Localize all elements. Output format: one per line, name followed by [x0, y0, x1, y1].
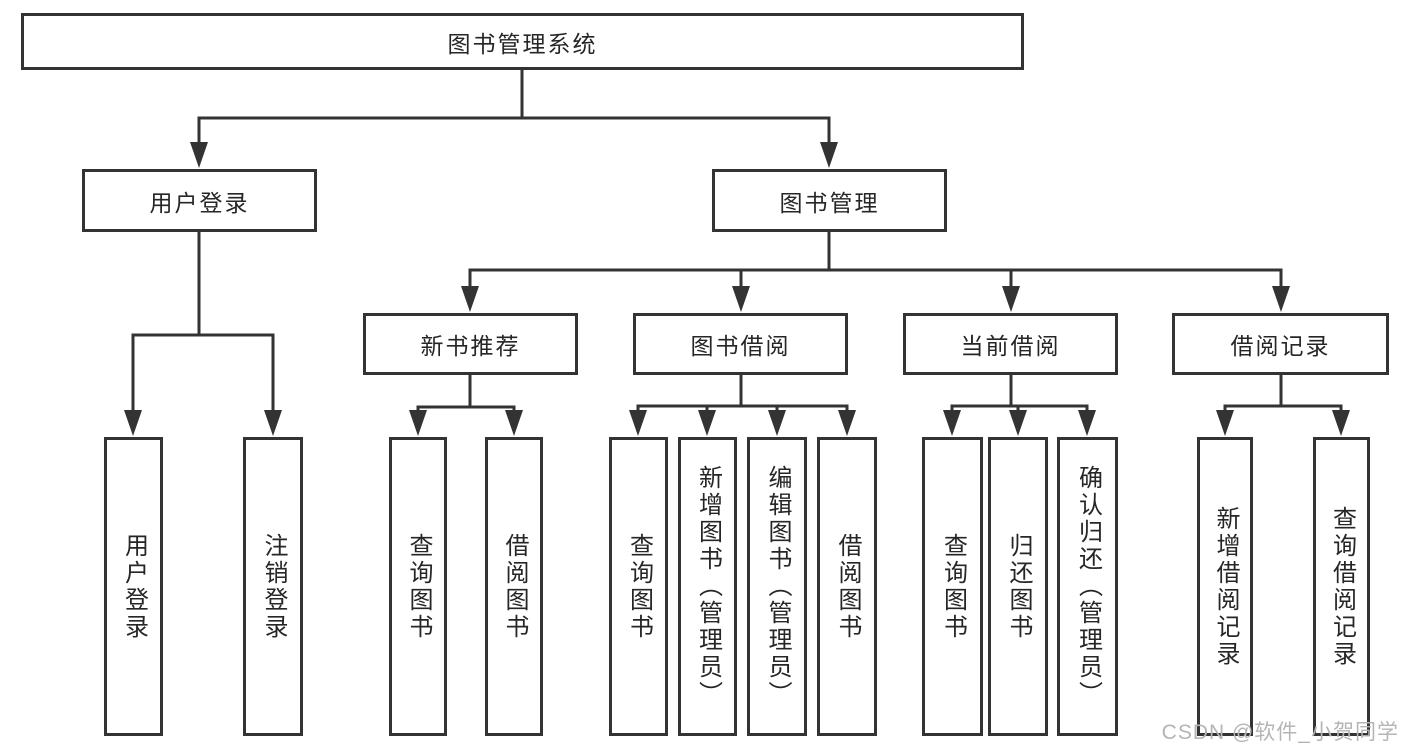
- leaf-edit-books-admin-label: 编辑图书（管理员）: [764, 465, 791, 708]
- node-current-borrow: 当前借阅: [903, 313, 1118, 375]
- leaf-return-books: 归还图书: [988, 437, 1048, 736]
- leaf-add-books-admin: 新增图书（管理员）: [678, 437, 737, 736]
- leaf-confirm-return-admin-label: 确认归还（管理员）: [1074, 465, 1102, 708]
- connector-root-to-level2: [197, 70, 831, 152]
- node-new-book-recommend-label: 新书推荐: [420, 333, 521, 359]
- connector-records-to-leaves: [1223, 375, 1343, 420]
- leaf-user-login-label: 用户登录: [120, 532, 148, 641]
- connector-bookmgmt-to-level3: [468, 232, 1283, 296]
- leaf-query-books-current-label: 查询图书: [939, 532, 967, 641]
- node-current-borrow-label: 当前借阅: [960, 333, 1061, 359]
- leaf-edit-books-admin: 编辑图书（管理员）: [747, 437, 807, 736]
- leaf-query-books-borrow: 查询图书: [609, 437, 668, 736]
- leaf-borrow-books: 借阅图书: [817, 437, 877, 736]
- leaf-borrow-books-recommend: 借阅图书: [485, 437, 543, 736]
- leaf-query-books-borrow-label: 查询图书: [625, 532, 653, 641]
- connector-userlogin-to-leaves: [131, 232, 275, 420]
- leaf-logout-label: 注销登录: [260, 532, 287, 641]
- leaf-query-books-recommend-label: 查询图书: [405, 532, 432, 641]
- node-library-system: 图书管理系统: [21, 13, 1024, 70]
- leaf-borrow-books-label: 借阅图书: [834, 532, 861, 641]
- leaf-borrow-books-recommend-label: 借阅图书: [501, 532, 528, 641]
- node-book-management-label: 图书管理: [779, 189, 880, 216]
- leaf-add-borrow-record: 新增借阅记录: [1197, 437, 1253, 736]
- node-borrow-records-label: 借阅记录: [1230, 333, 1331, 359]
- leaf-return-books-label: 归还图书: [1005, 532, 1032, 641]
- leaf-user-login: 用户登录: [104, 437, 163, 736]
- leaf-add-borrow-record-label: 新增借阅记录: [1212, 505, 1239, 668]
- node-book-borrow-label: 图书借阅: [690, 333, 791, 359]
- leaf-query-borrow-record: 查询借阅记录: [1313, 437, 1370, 736]
- leaf-query-books-recommend: 查询图书: [389, 437, 447, 736]
- node-user-login: 用户登录: [82, 169, 317, 232]
- connector-newbook-to-leaves: [416, 375, 516, 420]
- leaf-confirm-return-admin: 确认归还（管理员）: [1057, 437, 1118, 736]
- leaf-logout: 注销登录: [243, 437, 303, 736]
- node-library-system-label: 图书管理系统: [447, 30, 598, 57]
- node-book-borrow: 图书借阅: [633, 313, 848, 375]
- leaf-query-books-current: 查询图书: [922, 437, 983, 736]
- node-borrow-records: 借阅记录: [1172, 313, 1389, 375]
- node-new-book-recommend: 新书推荐: [363, 313, 578, 375]
- arrowheads: [124, 142, 1350, 436]
- leaf-add-books-admin-label: 新增图书（管理员）: [694, 465, 722, 708]
- connector-bookborrow-to-leaves: [636, 375, 849, 420]
- node-user-login-label: 用户登录: [149, 189, 250, 216]
- csdn-watermark: CSDN @软件_小贺同学: [1161, 721, 1399, 744]
- leaf-query-borrow-record-label: 查询借阅记录: [1328, 505, 1356, 668]
- node-book-management: 图书管理: [712, 169, 947, 232]
